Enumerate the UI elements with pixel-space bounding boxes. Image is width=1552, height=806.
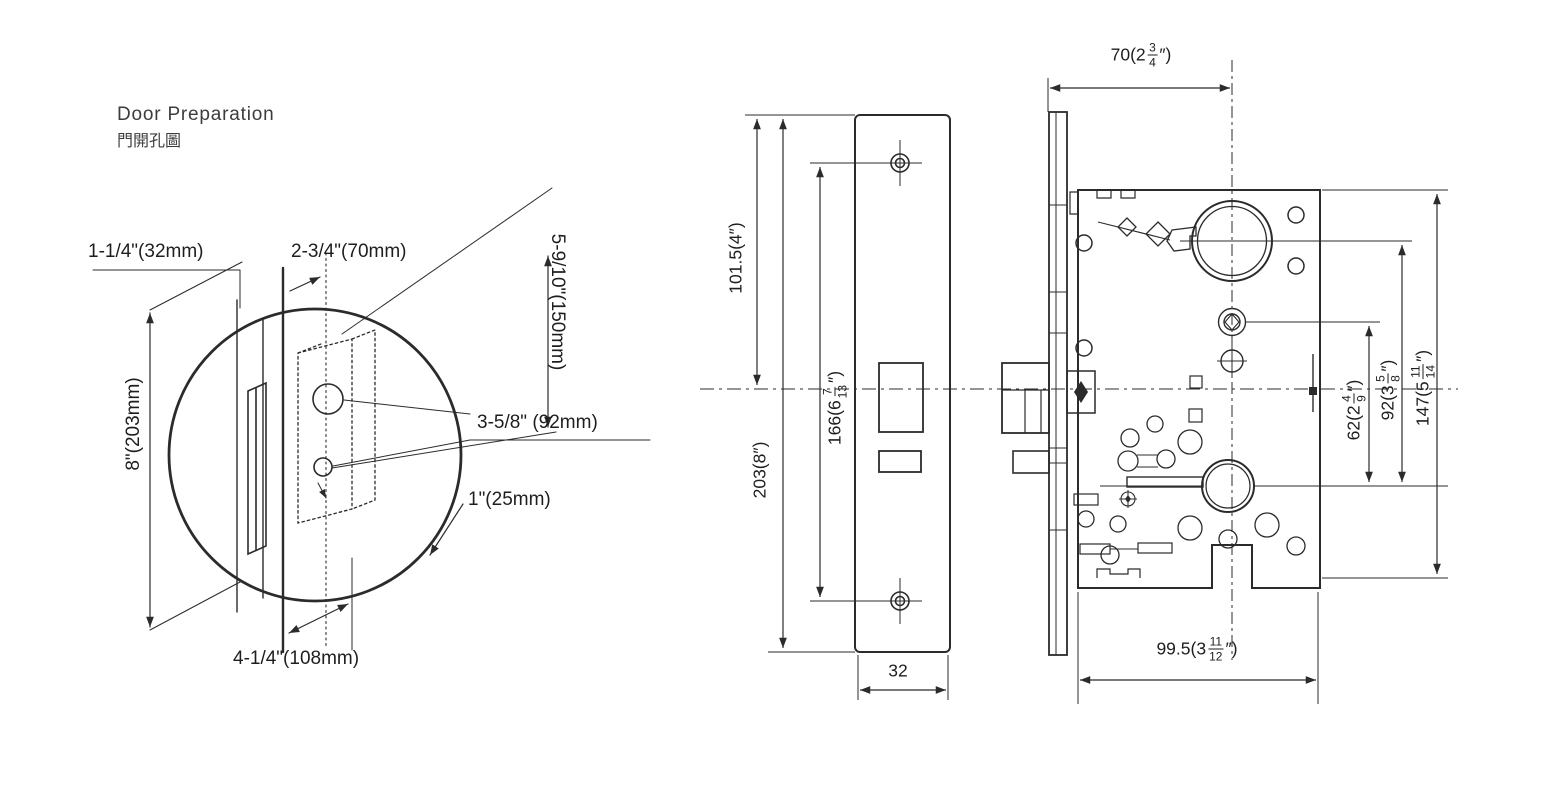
faceplate-front-view xyxy=(854,114,951,653)
centerline-square xyxy=(1189,375,1203,389)
lock-side-view xyxy=(1001,111,1096,656)
label-text: ″) xyxy=(1412,349,1433,362)
label-text: ″) xyxy=(1377,359,1398,372)
detail-circle xyxy=(167,307,463,603)
case-outline xyxy=(1077,189,1321,589)
fraction-numerator: 5 xyxy=(1373,373,1389,384)
dim-label-32: 32 xyxy=(888,660,908,681)
case-hole xyxy=(1287,257,1305,275)
centerlines xyxy=(700,60,1458,660)
spindle-hub xyxy=(1201,459,1255,513)
door-edge-lines xyxy=(236,299,264,613)
latch-bolt-segments xyxy=(1002,389,1049,433)
deadbolt xyxy=(1012,450,1050,474)
dim-108mm xyxy=(288,603,349,634)
strip-ticks xyxy=(1049,204,1067,531)
left-detail-drawing xyxy=(92,187,651,654)
case-top-tabs xyxy=(1069,190,1136,215)
faceplate-outline xyxy=(854,114,951,653)
dim-label-150mm: 5-9/10"(150mm) xyxy=(547,233,568,371)
faceplate-dimensions xyxy=(745,114,949,700)
hub-bracket xyxy=(1066,370,1096,414)
fraction-numerator: 7 xyxy=(820,386,836,397)
trim-hole xyxy=(313,457,333,477)
dim-label-mortise-depth: 4-1/4"(108mm) xyxy=(233,648,360,669)
key-symbol xyxy=(1097,217,1197,252)
mortise-slot xyxy=(247,381,267,556)
top-screw-hole xyxy=(878,140,922,186)
dim-label-101-5: 101.5(4″) xyxy=(725,222,746,294)
case-hole xyxy=(1075,339,1093,357)
fraction-denominator: 14 xyxy=(1423,364,1438,379)
deadbolt-opening xyxy=(878,450,922,473)
label-text: ″) xyxy=(1225,638,1238,659)
label-text: ″) xyxy=(1343,379,1364,392)
fraction-numerator: 11 xyxy=(1408,363,1424,380)
latch-opening xyxy=(878,362,924,433)
leader-25mm xyxy=(429,503,464,556)
fraction-numerator: 3 xyxy=(1147,40,1158,56)
page-title-zh: 門開孔圖 xyxy=(117,133,182,150)
label-text: 99.5(3 xyxy=(1156,638,1207,659)
label-text: ″) xyxy=(824,370,845,383)
mortise-dashed-box xyxy=(297,329,376,524)
leader-25mm-tick xyxy=(317,482,327,499)
dim-label-mortise-width: 1"(25mm) xyxy=(468,489,551,510)
page-title: Door Preparation xyxy=(117,104,275,125)
cylinder-hole xyxy=(312,383,344,415)
case-horizontal-lines xyxy=(1100,240,1448,487)
left-extension-lines xyxy=(92,187,651,651)
label-text: ″) xyxy=(1159,44,1172,65)
case-hole xyxy=(1075,234,1093,252)
dim-label-edge-bore: 1-1/4"(32mm) xyxy=(88,241,204,262)
label-text: 62(2 xyxy=(1343,405,1364,441)
label-text: 147(5 xyxy=(1412,381,1433,427)
fraction-numerator: 11 xyxy=(1208,634,1224,650)
label-text: 166(6 xyxy=(824,400,845,446)
armor-front-strip xyxy=(1048,111,1068,656)
fraction-denominator: 4 xyxy=(1149,55,1156,70)
bottom-screw-hole xyxy=(878,578,922,624)
dim-label-hole-spacing: 3-5/8" (92mm) xyxy=(477,412,598,433)
leader-backset-70mm xyxy=(289,276,321,292)
fraction-numerator: 4 xyxy=(1339,393,1355,404)
case-dimensions xyxy=(1047,78,1448,704)
faceplate-extension-lines xyxy=(745,114,949,700)
fraction-denominator: 13 xyxy=(835,384,850,399)
case-hole xyxy=(1287,206,1305,224)
dim-label-203: 203(8″) xyxy=(749,441,770,499)
case-extension-lines xyxy=(1047,78,1448,704)
dim-label-mortise-height: 8"(203mm) xyxy=(123,377,144,471)
bracket-diamond xyxy=(1074,381,1088,403)
label-text: 70(2 xyxy=(1110,44,1146,65)
dim-label-backset-left: 2-3/4"(70mm) xyxy=(291,241,407,262)
label-text: 92(3 xyxy=(1377,385,1398,421)
fraction-denominator: 9 xyxy=(1354,395,1369,402)
fraction-denominator: 12 xyxy=(1209,649,1223,664)
fraction-denominator: 8 xyxy=(1388,375,1403,382)
